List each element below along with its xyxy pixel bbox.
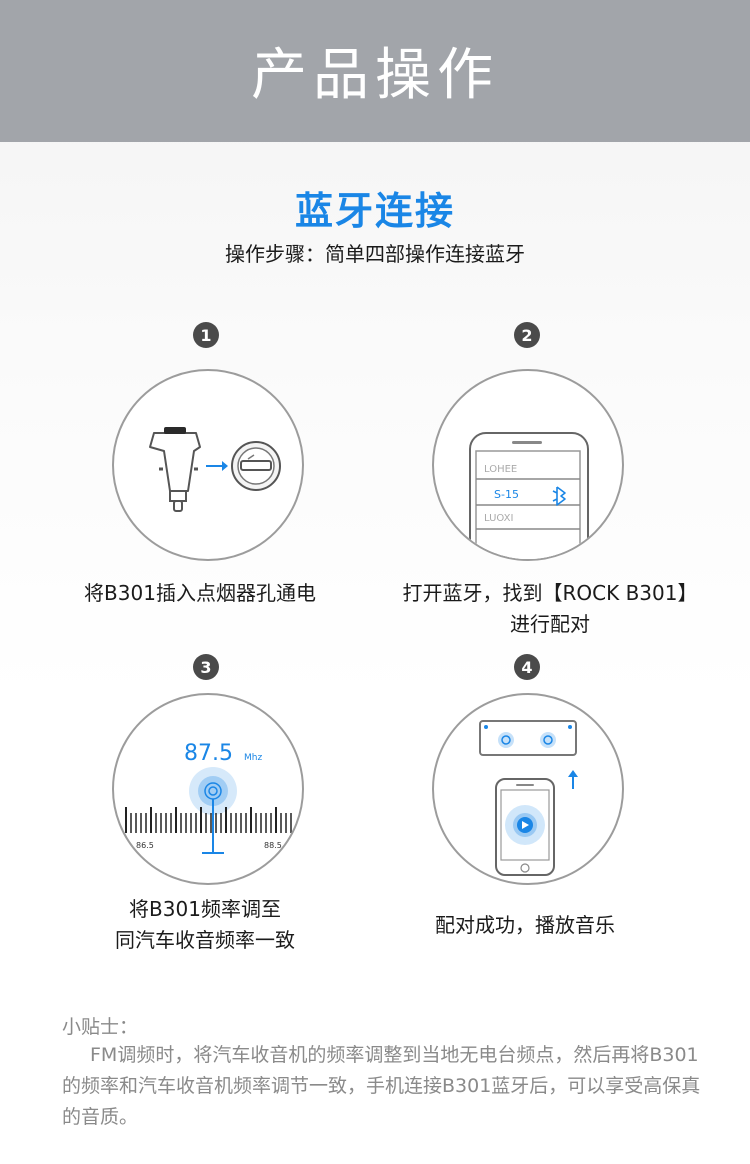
step-4-number: 4 — [514, 654, 540, 680]
radio-unit: Mhz — [244, 753, 262, 763]
step-2-number: 2 — [514, 322, 540, 348]
step-2-illustration: LOHEE S-15 LUOXI — [432, 369, 624, 561]
section-title: 蓝牙连接 — [294, 189, 455, 233]
step-1-caption-line-1: 将B301插入点烟器孔通电 — [84, 581, 316, 605]
music-play-icon — [479, 720, 578, 876]
step-2-caption: 打开蓝牙，找到【ROCK B301】 进行配对 — [385, 578, 715, 640]
step-2-caption-line-2: 进行配对 — [510, 612, 590, 636]
radio-scale-ticks — [125, 807, 292, 833]
step-3-caption-line-2: 同汽车收音频率一致 — [115, 928, 295, 952]
phone-bluetooth-icon: LOHEE S-15 LUOXI — [469, 432, 589, 559]
section-subtitle: 操作步骤：简单四部操作连接蓝牙 — [225, 242, 525, 266]
tips-body: FM调频时，将汽车收音机的频率调整到当地无电台频点，然后再将B301的频率和汽车… — [62, 1044, 701, 1128]
banner-title: 产品操作 — [251, 42, 499, 108]
step-2-caption-line-1: 打开蓝牙，找到【ROCK B301】 — [402, 581, 698, 605]
step-1-illustration — [112, 369, 304, 561]
tips-title: 小贴士： — [62, 1016, 139, 1038]
phone-list-item-3: LUOXI — [484, 513, 513, 524]
step-3-caption: 将B301频率调至 同汽车收音频率一致 — [40, 894, 370, 956]
step-3-illustration: 87.5 Mhz 86.5 88.5 — [112, 693, 304, 885]
page-banner: 产品操作 — [0, 0, 750, 142]
step-4-illustration — [432, 693, 624, 885]
step-3-caption-line-1: 将B301频率调至 — [129, 897, 281, 921]
phone-list-item-2: S-15 — [494, 488, 519, 501]
step-4-caption-line-1: 配对成功，播放音乐 — [435, 913, 615, 937]
play-icon — [522, 821, 529, 829]
step-3-number: 3 — [193, 654, 219, 680]
radio-tuner-icon: 87.5 Mhz 86.5 88.5 — [125, 741, 292, 854]
step-1-number: 1 — [193, 322, 219, 348]
phone-list-item-1: LOHEE — [484, 464, 517, 475]
step-4-caption: 配对成功，播放音乐 — [360, 910, 690, 941]
radio-scale-start: 86.5 — [136, 841, 154, 850]
radio-scale-end: 88.5 — [264, 841, 282, 850]
step-1-caption: 将B301插入点烟器孔通电 — [35, 578, 365, 609]
car-charger-icon — [149, 427, 281, 512]
bluetooth-icon — [552, 486, 566, 506]
radio-frequency: 87.5 — [184, 741, 233, 766]
